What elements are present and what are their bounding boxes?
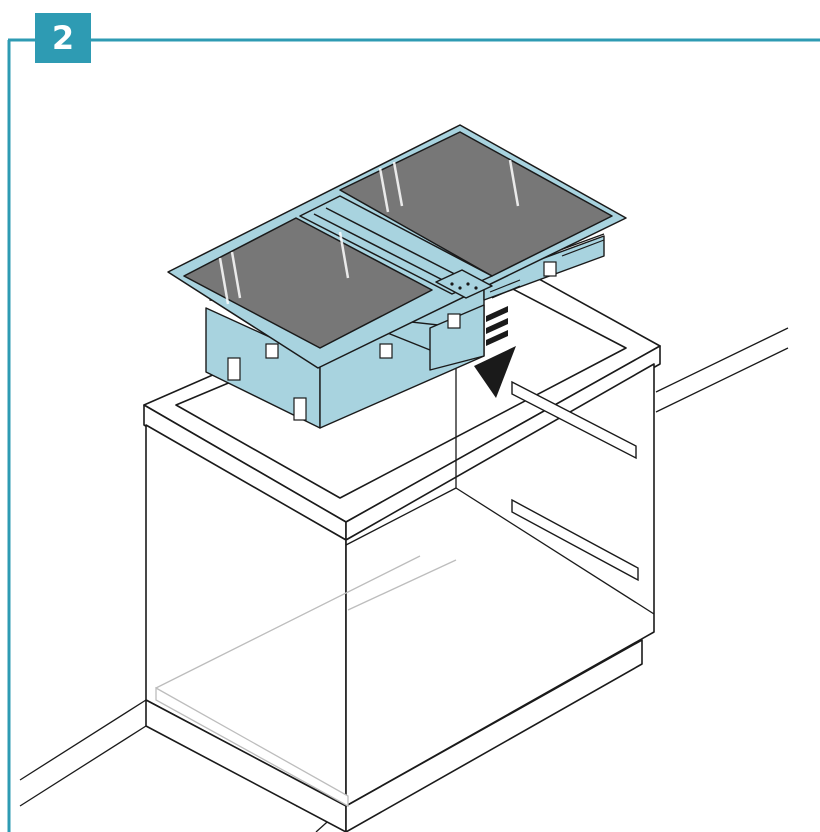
glass-reflections: [218, 159, 520, 305]
room-lines: [19, 327, 789, 832]
cabinet-interior: [155, 360, 655, 808]
hob-cooktop: [167, 124, 627, 369]
support-rails: [511, 380, 639, 582]
down-arrow-icon: [474, 306, 516, 398]
panel-frame: [7, 38, 820, 832]
step-number-badge: 2: [35, 13, 91, 63]
control-buttons: [450, 282, 478, 290]
mounting-clips: [227, 261, 557, 421]
